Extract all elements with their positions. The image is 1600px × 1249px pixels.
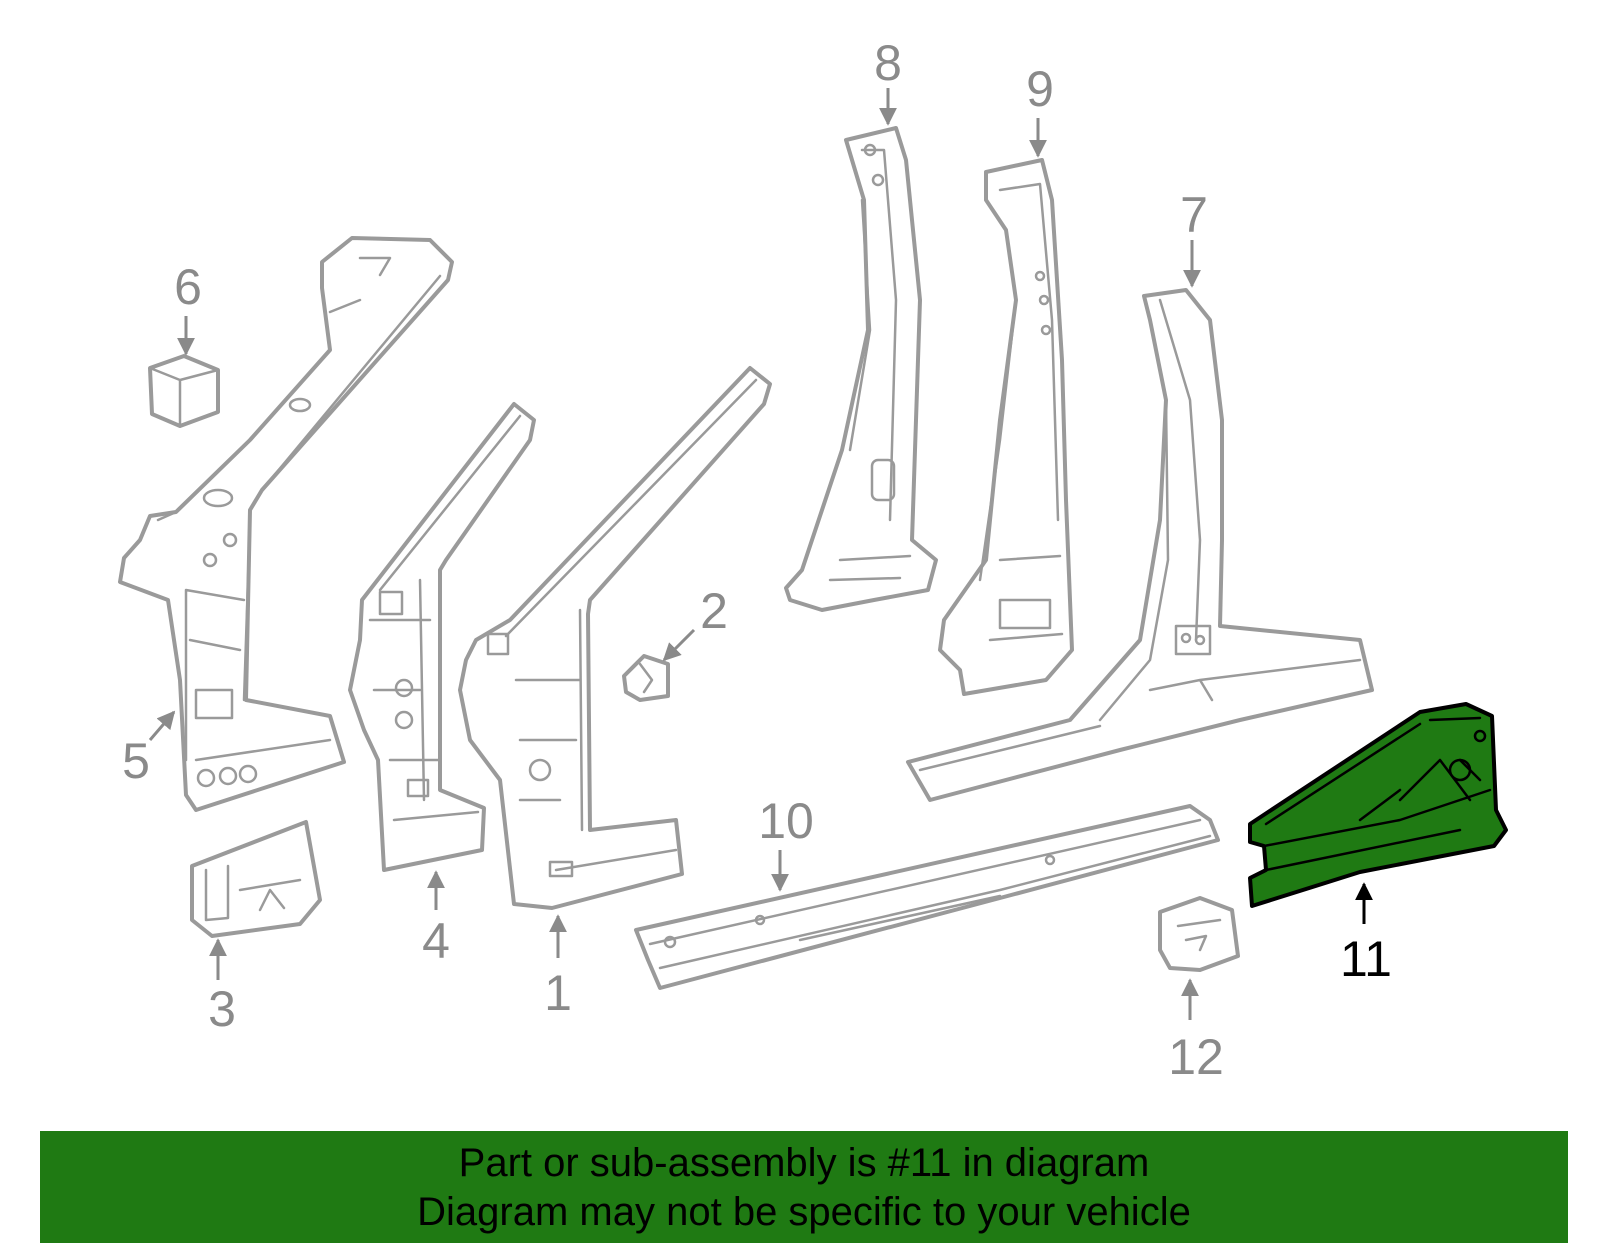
- callout-6: 6: [174, 259, 202, 315]
- banner-line-2: Diagram may not be specific to your vehi…: [417, 1190, 1191, 1234]
- callout-arrow-5: [148, 710, 176, 741]
- part-10-shape[interactable]: [634, 804, 1220, 990]
- part-1-shape[interactable]: [458, 366, 772, 910]
- info-banner: Part or sub-assembly is #11 in diagram D…: [40, 1131, 1568, 1243]
- part-5-shape[interactable]: [118, 236, 454, 812]
- callout-9: 9: [1026, 61, 1054, 117]
- callout-10: 10: [758, 793, 814, 849]
- banner-line-1: Part or sub-assembly is #11 in diagram: [458, 1141, 1150, 1185]
- callout-1: 1: [544, 965, 572, 1021]
- part-12-shape[interactable]: [1158, 896, 1240, 972]
- part-11-shape[interactable]: [1248, 702, 1508, 908]
- part-8-shape[interactable]: [784, 126, 938, 612]
- part-9-shape[interactable]: [938, 158, 1074, 696]
- callout-arrow-2: [662, 628, 696, 662]
- part-4-shape[interactable]: [348, 402, 536, 872]
- callout-3: 3: [208, 981, 236, 1037]
- callout-11: 11: [1340, 931, 1392, 987]
- part-6-shape[interactable]: [148, 354, 220, 428]
- callout-12: 12: [1168, 1029, 1224, 1085]
- callout-7: 7: [1180, 187, 1208, 243]
- callout-5: 5: [122, 733, 150, 789]
- part-7-shape[interactable]: [906, 288, 1374, 802]
- part-2-shape[interactable]: [622, 654, 670, 702]
- callout-2: 2: [700, 583, 728, 639]
- callout-8: 8: [874, 35, 902, 91]
- parts-diagram: 1 2 3 4 5 6 7 8 9 10 11 12: [118, 35, 1508, 1085]
- callout-4: 4: [422, 913, 450, 969]
- part-3-shape[interactable]: [190, 820, 322, 938]
